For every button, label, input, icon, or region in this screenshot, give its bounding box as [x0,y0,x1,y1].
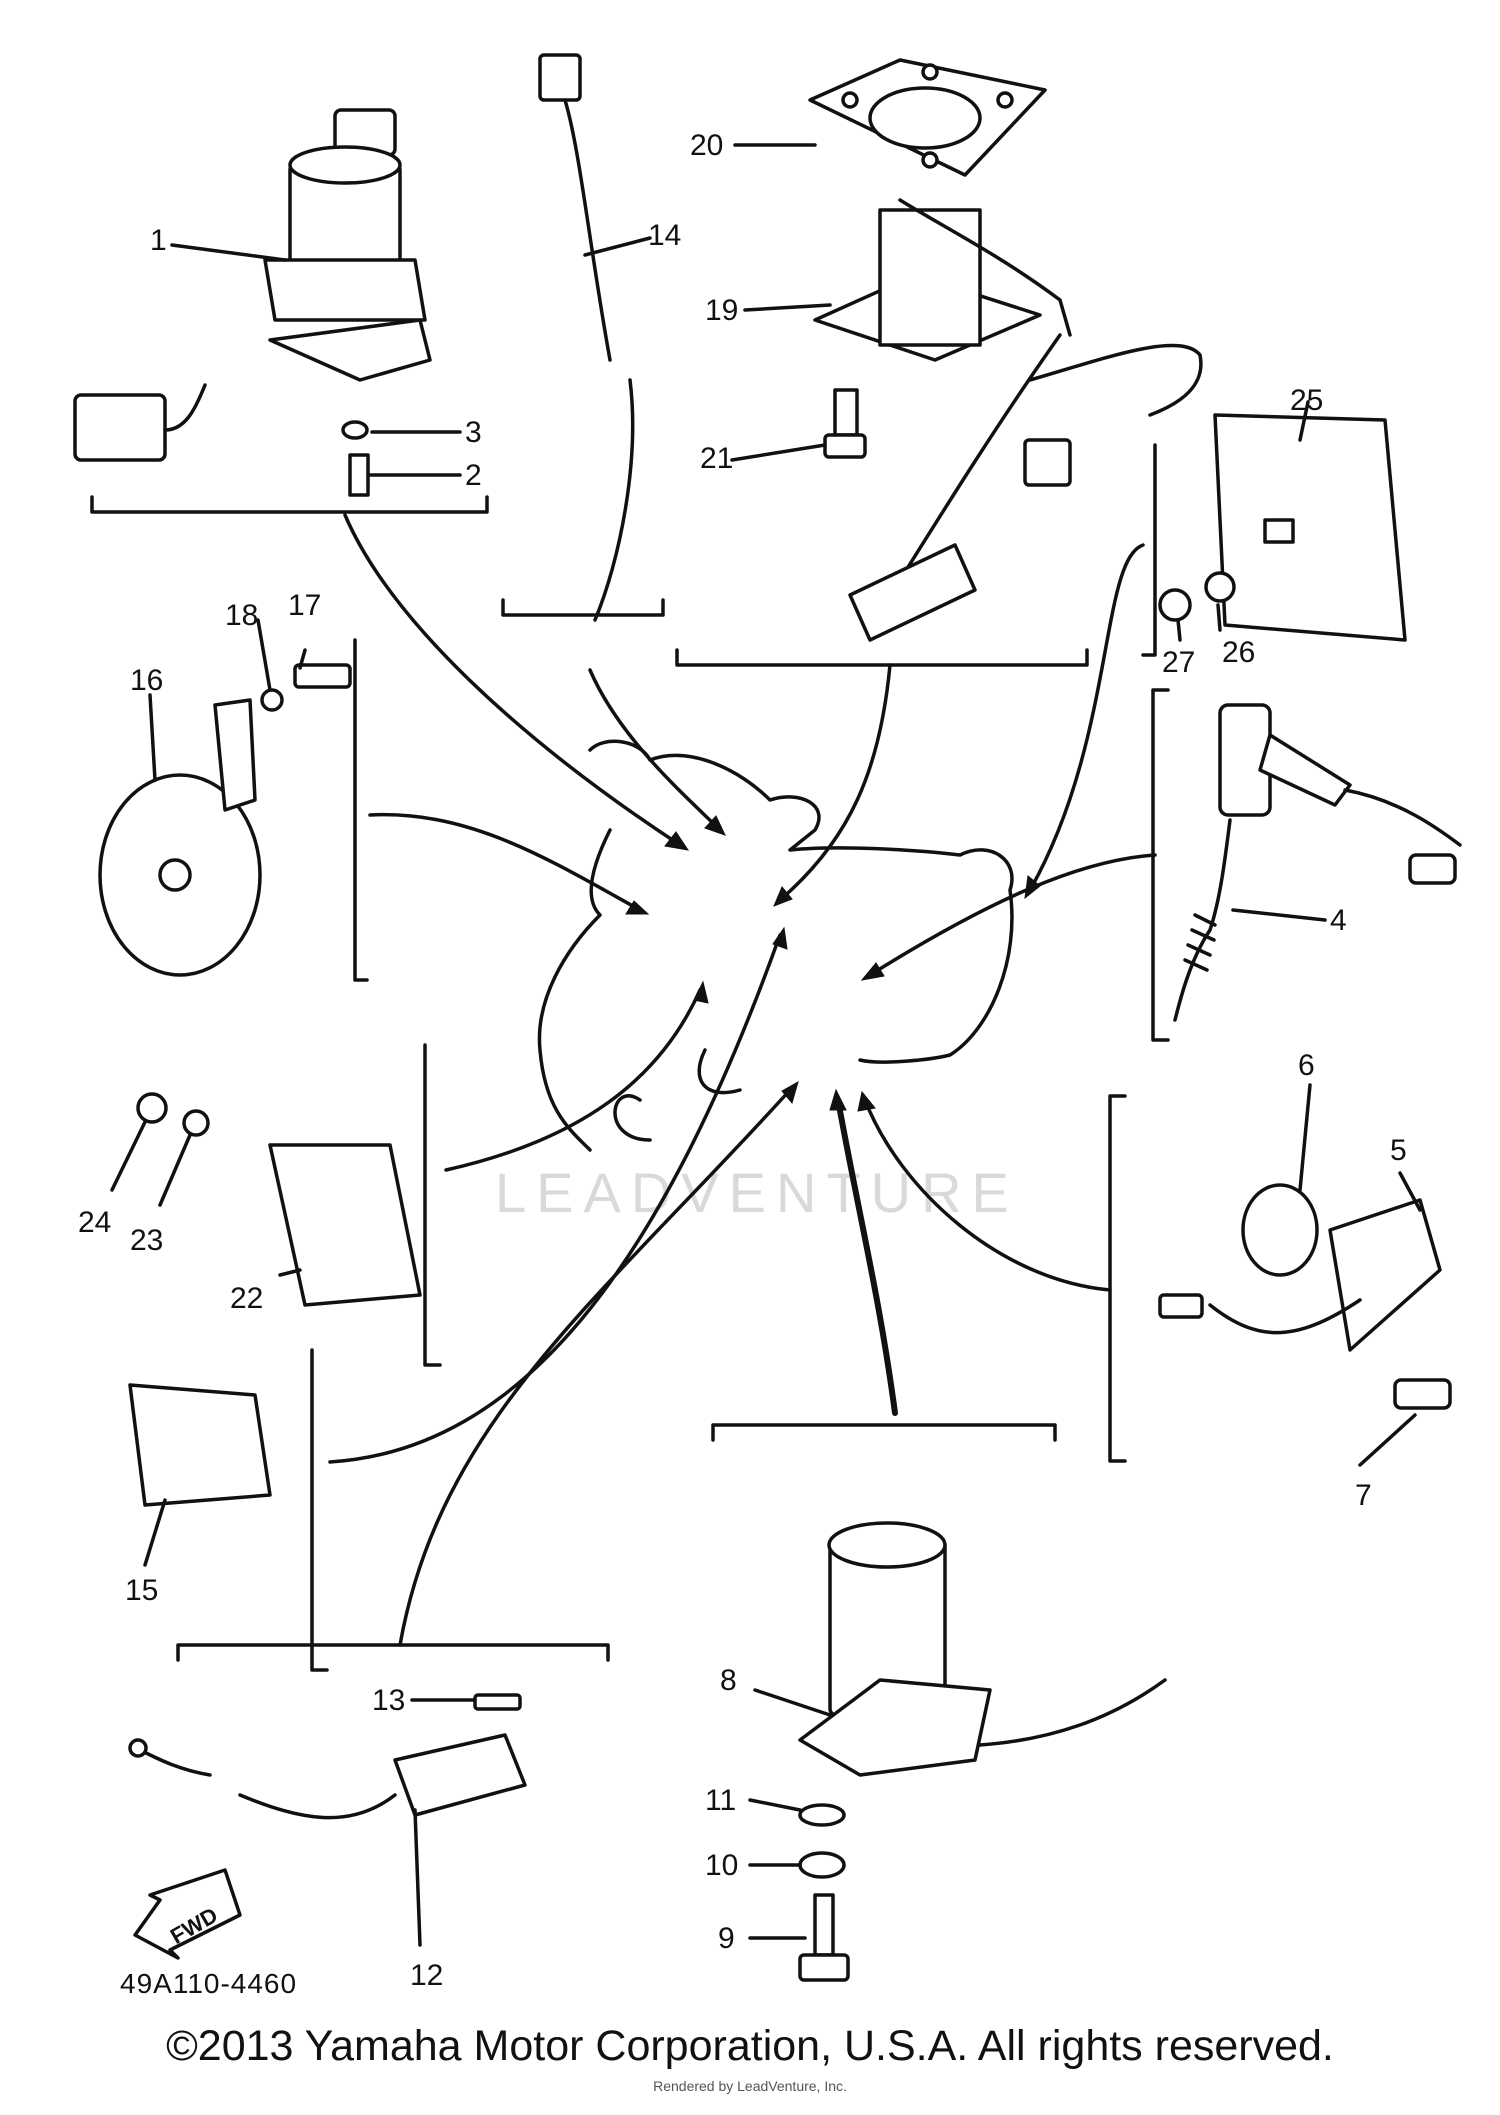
bolt-part-7 [1393,1378,1452,1410]
label-part-20: 20 [690,129,723,162]
group-brackets [90,443,1170,1672]
bolt-part-17 [293,663,352,689]
washer-part-23 [182,1109,210,1137]
relay-part-15 [128,1383,272,1507]
part-number-labels: 1 2 3 4 5 6 7 8 9 10 11 12 13 14 15 16 1… [78,129,1407,1992]
label-part-23: 23 [130,1224,163,1257]
label-part-25: 25 [1290,384,1323,417]
fwd-arrow [133,1868,242,1960]
washer-part-11 [798,1803,846,1827]
fuel-sender-part-19 [813,198,1203,642]
washer-part-18 [260,688,284,712]
label-part-9: 9 [718,1922,735,1955]
leader-lines [328,513,1157,1647]
bolt-part-13 [473,1693,522,1711]
oil-level-sensor-part-5 [1158,1198,1442,1352]
label-part-3: 3 [465,416,482,449]
label-part-24: 24 [78,1206,111,1239]
sensor-part-12 [128,1733,527,1820]
main-switch-part-1 [73,108,432,462]
engine-outline [537,739,1014,1152]
switch-part-4 [1173,703,1462,1022]
label-part-27: 27 [1162,646,1195,679]
screw-part-2 [341,420,370,497]
label-part-8: 8 [720,1664,737,1697]
label-part-26: 26 [1222,636,1255,669]
callout-leaders [110,143,1422,1947]
bolt-part-21 [823,388,867,459]
reflector-part-25 [1213,413,1407,642]
label-part-22: 22 [230,1282,263,1315]
rendered-by-note: Rendered by LeadVenture, Inc. [653,2078,847,2094]
label-part-2: 2 [465,459,482,492]
o-ring-part-6 [1241,1183,1319,1277]
nut-part-24 [136,1092,168,1124]
label-part-12: 12 [410,1959,443,1992]
horn-part-16 [98,698,262,977]
label-part-4: 4 [1330,904,1347,937]
nut-part-27 [1158,588,1192,622]
drawing-code: 49A110-4460 [120,1968,298,1999]
gasket-part-20 [808,58,1047,177]
label-part-15: 15 [125,1574,158,1607]
label-part-6: 6 [1298,1049,1315,1082]
bolt-part-9 [798,1893,850,1982]
label-part-17: 17 [288,589,321,622]
reflector-part-22 [268,1143,422,1307]
label-part-13: 13 [372,1684,405,1717]
label-part-18: 18 [225,599,258,632]
washer-part-10 [798,1851,846,1879]
label-part-19: 19 [705,294,738,327]
label-part-7: 7 [1355,1479,1372,1512]
label-part-21: 21 [700,442,733,475]
washer-part-26 [1204,571,1236,603]
copyright-notice: ©2013 Yamaha Motor Corporation, U.S.A. A… [166,2022,1334,2070]
label-part-5: 5 [1390,1134,1407,1167]
arrow-heads [625,815,1041,1112]
label-part-14: 14 [648,219,681,252]
label-part-10: 10 [705,1849,738,1882]
lead-wire-part-14 [538,53,635,622]
label-part-1: 1 [150,224,167,257]
label-part-16: 16 [130,664,163,697]
fuel-pump-part-8 [798,1521,1167,1777]
label-part-11: 11 [705,1784,736,1817]
